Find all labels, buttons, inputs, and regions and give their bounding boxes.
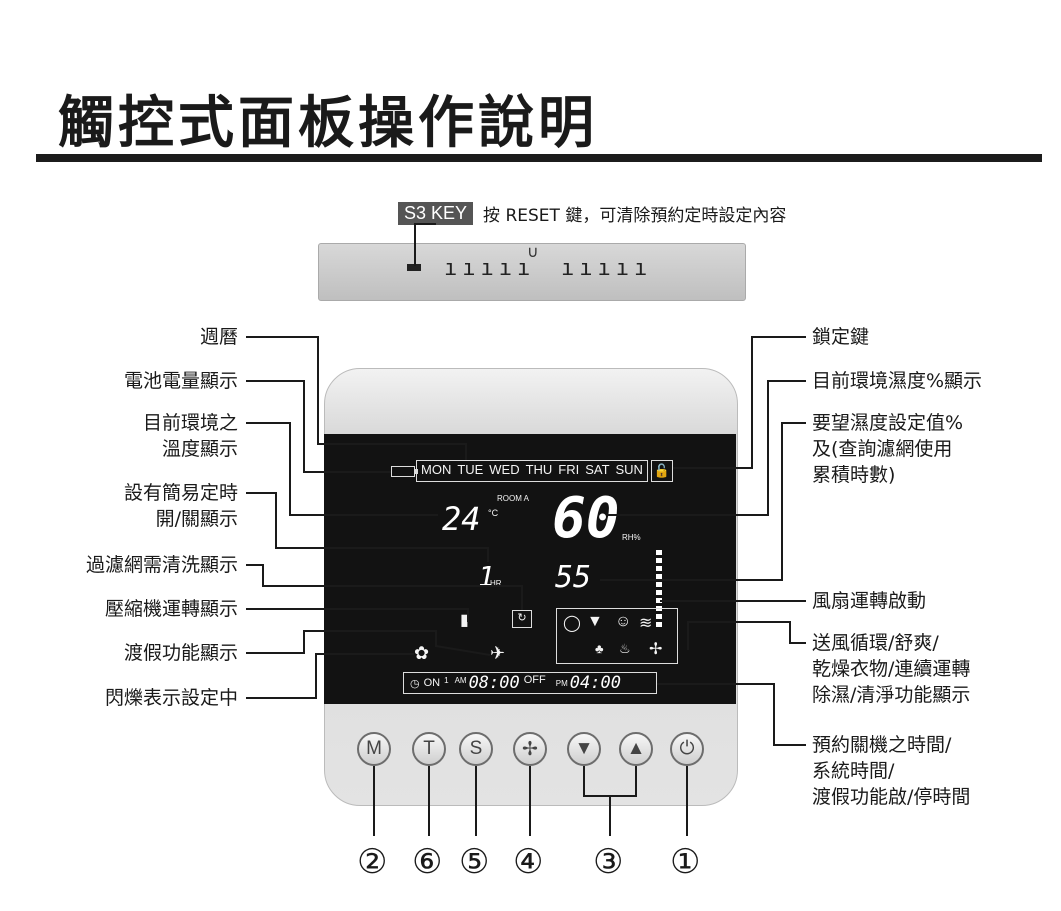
temperature-unit: °C	[488, 508, 499, 518]
vacation-plane-icon: ✈	[490, 643, 506, 663]
label-mode-functions: 送風循環/舒爽/ 乾燥衣物/連續運轉 除濕/清淨功能顯示	[812, 632, 971, 706]
drops-icon: ♨	[619, 641, 631, 656]
weekday-wed: WED	[489, 462, 520, 477]
humidity-value: 60	[552, 486, 620, 551]
fan-button[interactable]: ✢	[513, 732, 547, 766]
clock-icon: ◷	[410, 677, 420, 690]
circulation-icon: ◯	[563, 615, 581, 632]
device-top-edge: ııııı ∪ ııııı	[318, 242, 746, 301]
weekday-sat: SAT	[585, 462, 610, 477]
compressor-icon: ▮	[460, 612, 469, 629]
off-time: 04:00	[569, 673, 621, 693]
vent-slots-right: ııııı	[561, 256, 653, 281]
lcd-screen	[324, 434, 736, 704]
down-arrow-button[interactable]: ▼	[567, 732, 601, 766]
label-battery: 電池電量顯示	[123, 370, 238, 392]
power-button[interactable]: ⏻	[670, 732, 704, 766]
pm-label: PM	[555, 678, 568, 688]
comfort-icon: ☺	[615, 613, 632, 630]
label-week-calendar: 週曆	[199, 326, 238, 348]
mode-icons-box: ◯ ▼ ☺ ≋ ♣ ♨ ✢	[556, 608, 678, 664]
weekday-thu: THU	[525, 462, 553, 477]
week-calendar: MON TUE WED THU FRI SAT SUN	[416, 460, 648, 482]
page-title: 觸控式面板操作說明	[58, 91, 598, 156]
callout-number-4: ④	[513, 842, 544, 882]
s3-key-badge: S3 KEY	[398, 202, 474, 225]
temperature-value: 24	[442, 500, 481, 538]
timer-unit: HR	[490, 579, 502, 588]
vent-slots-left: ııııı	[444, 256, 536, 281]
purify-icon: ♣	[595, 641, 604, 656]
label-current-humidity: 目前環境濕度%顯示	[812, 370, 983, 392]
timer-hours: 1	[478, 560, 495, 593]
s3-key-text: 按 RESET 鍵，可清除預約定時設定內容	[483, 206, 787, 226]
label-simple-timer: 設有簡易定時 開/關顯示	[123, 482, 238, 530]
weekday-fri: FRI	[558, 462, 580, 477]
label-target-humidity: 要望濕度設定值% 及(查詢濾網使用 累積時數)	[812, 412, 964, 486]
room-label: ROOM A	[497, 494, 530, 503]
reset-button[interactable]	[407, 264, 421, 271]
fan-icon: ✢	[649, 641, 663, 658]
callout-number-3: ⑤	[459, 842, 490, 882]
lock-icon: 🔓	[651, 460, 673, 482]
am-label: AM	[454, 675, 467, 685]
on-label: ON	[423, 677, 441, 689]
timer-button[interactable]: T	[412, 732, 446, 766]
label-lock-key: 鎖定鍵	[812, 326, 870, 348]
label-vacation: 渡假功能顯示	[123, 642, 238, 664]
dehumidify-icon: ≋	[639, 615, 653, 632]
weekday-tue: TUE	[457, 462, 484, 477]
weekday-mon: MON	[421, 462, 452, 477]
set-humidity-value: 55	[555, 560, 592, 595]
callout-number-6: ①	[670, 842, 701, 882]
off-label: OFF	[523, 674, 546, 686]
fan-bar-indicator	[656, 550, 662, 630]
label-blinking-setting: 閃爍表示設定中	[104, 687, 238, 709]
label-compressor: 壓縮機運轉顯示	[104, 598, 238, 620]
callout-number-1: ②	[357, 842, 388, 882]
notch-icon: ∪	[527, 242, 539, 261]
settings-gear-icon: ✿	[414, 643, 430, 663]
on-superscript: 1	[444, 675, 449, 685]
label-temperature: 目前環境之 溫度顯示	[142, 412, 238, 460]
s3-key-note: S3 KEY 按 RESET 鍵，可清除預約定時設定內容	[398, 201, 786, 226]
callout-number-2: ⑥	[412, 842, 443, 882]
weekday-sun: SUN	[615, 462, 643, 477]
timer-schedule-bar: ◷ ON 1 AM 08:00 OFF PM 04:00	[403, 672, 657, 694]
set-button[interactable]: S	[459, 732, 493, 766]
label-fan-running: 風扇運轉啟動	[812, 590, 927, 612]
filter-clean-icon: ↻	[512, 610, 532, 628]
humidity-unit: RH%	[622, 533, 641, 542]
on-time: 08:00	[468, 673, 520, 693]
label-filter-clean: 過濾網需清洗顯示	[85, 554, 238, 576]
label-schedule-time: 預約關機之時間/ 系統時間/ 渡假功能啟/停時間	[812, 734, 971, 808]
up-arrow-button[interactable]: ▲	[619, 732, 653, 766]
clothes-icon: ▼	[587, 613, 603, 630]
mode-button[interactable]: M	[357, 732, 391, 766]
callout-number-5: ③	[593, 842, 624, 882]
title-divider	[36, 154, 1042, 162]
